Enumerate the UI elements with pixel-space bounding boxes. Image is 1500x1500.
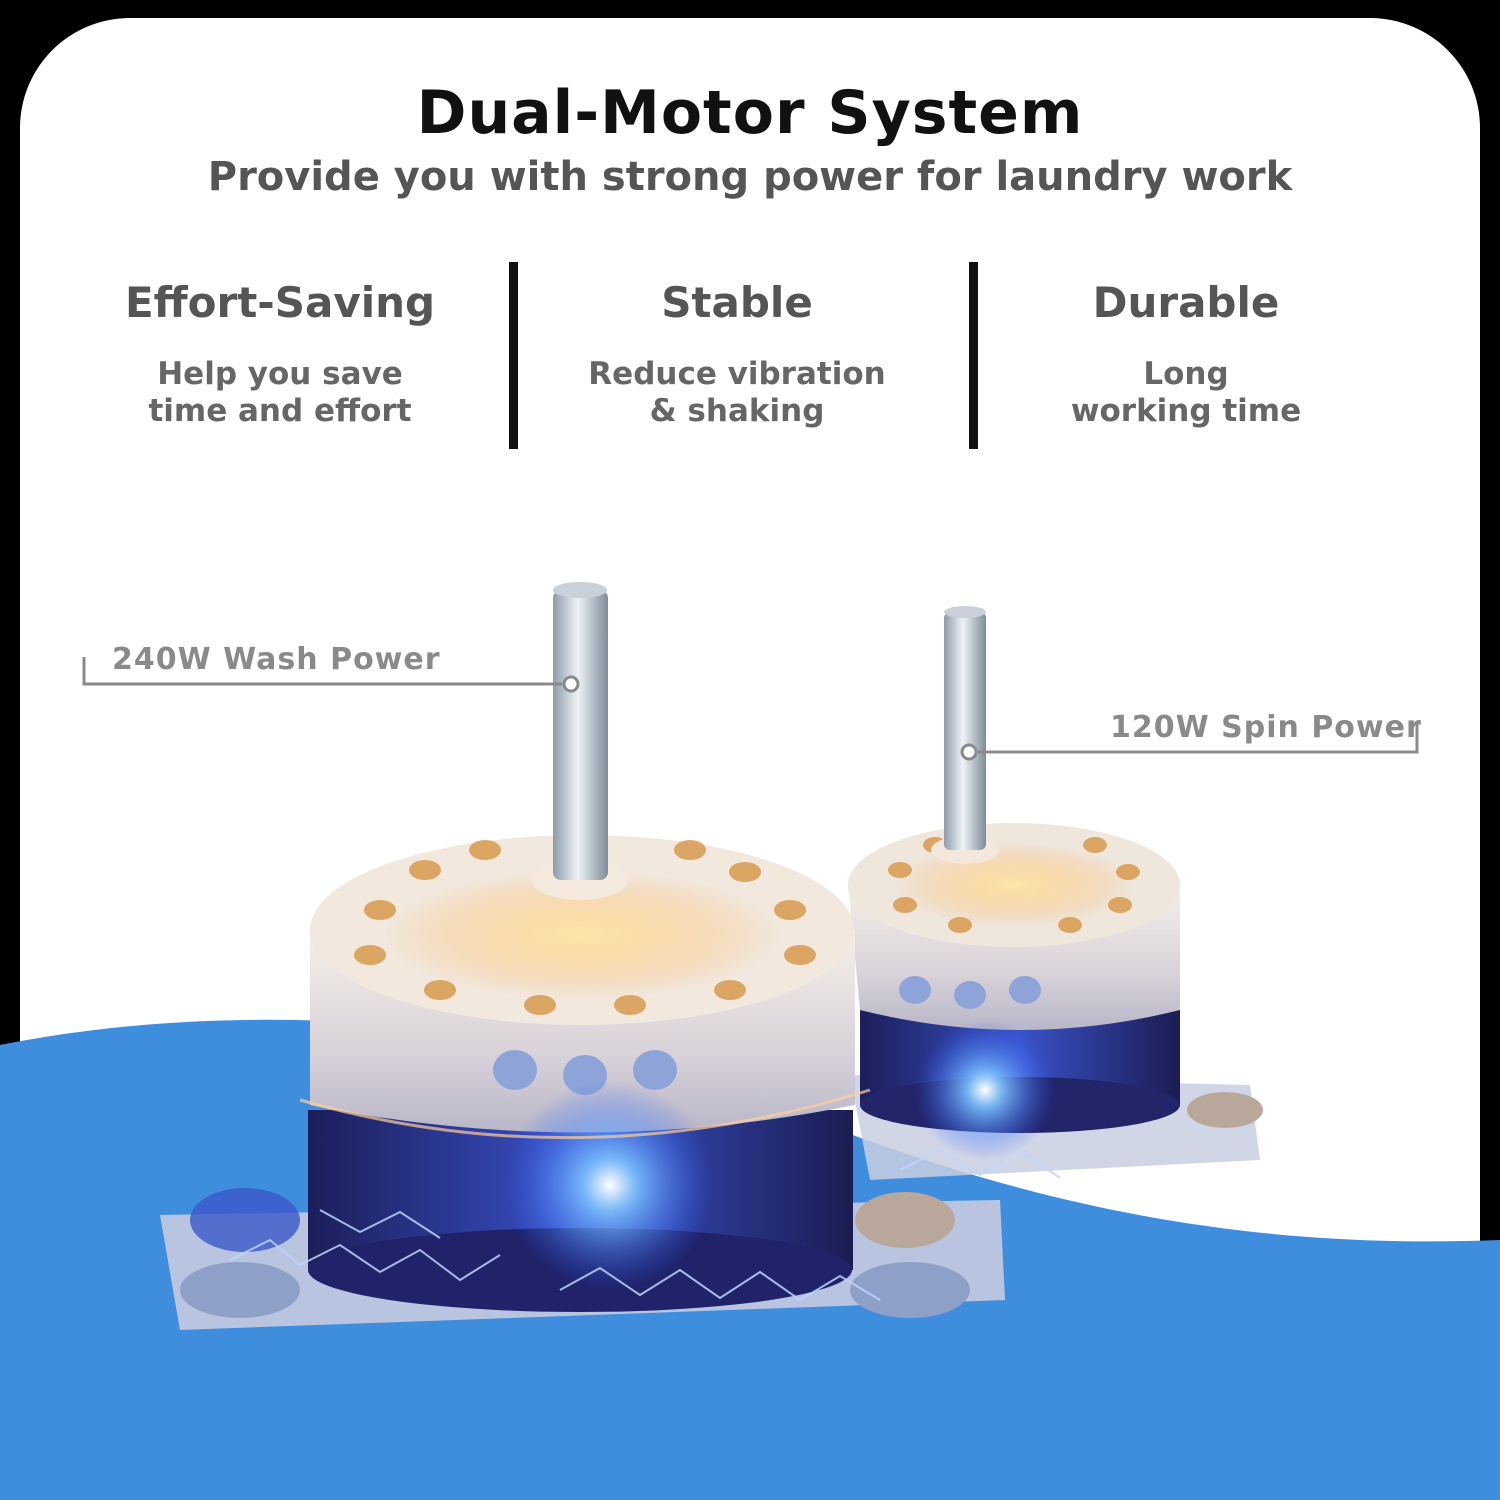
feature-desc-line: Long	[1143, 356, 1229, 392]
feature-desc-line: time and effort	[148, 393, 412, 429]
feature-title: Durable	[1092, 278, 1280, 327]
spin-motor	[848, 606, 1263, 1180]
feature-title: Effort-Saving	[124, 278, 436, 327]
spin-callout-line	[960, 724, 1419, 761]
feature-title: Stable	[661, 278, 813, 327]
feature-description: Long working time	[966, 356, 1406, 430]
feature-desc-line: Reduce vibration	[588, 356, 886, 392]
feature-divider	[509, 262, 518, 449]
page-title: Dual-Motor System	[416, 78, 1084, 148]
page-subtitle: Provide you with strong power for laundr…	[207, 154, 1293, 200]
feature-stable: Stable Reduce vibration & shaking	[517, 278, 957, 430]
feature-desc-line: & shaking	[649, 393, 825, 429]
feature-divider	[969, 262, 978, 449]
feature-effort-saving: Effort-Saving Help you save time and eff…	[60, 278, 500, 430]
spin-power-label: 120W Spin Power	[1110, 710, 1422, 745]
wash-callout-line	[82, 657, 580, 693]
wash-power-label: 240W Wash Power	[112, 642, 441, 677]
feature-description: Reduce vibration & shaking	[517, 356, 957, 430]
wash-motor	[160, 582, 1061, 1330]
feature-durable: Durable Long working time	[966, 278, 1406, 430]
feature-desc-line: Help you save	[157, 356, 403, 392]
feature-description: Help you save time and effort	[60, 356, 500, 430]
feature-desc-line: working time	[1070, 393, 1302, 429]
